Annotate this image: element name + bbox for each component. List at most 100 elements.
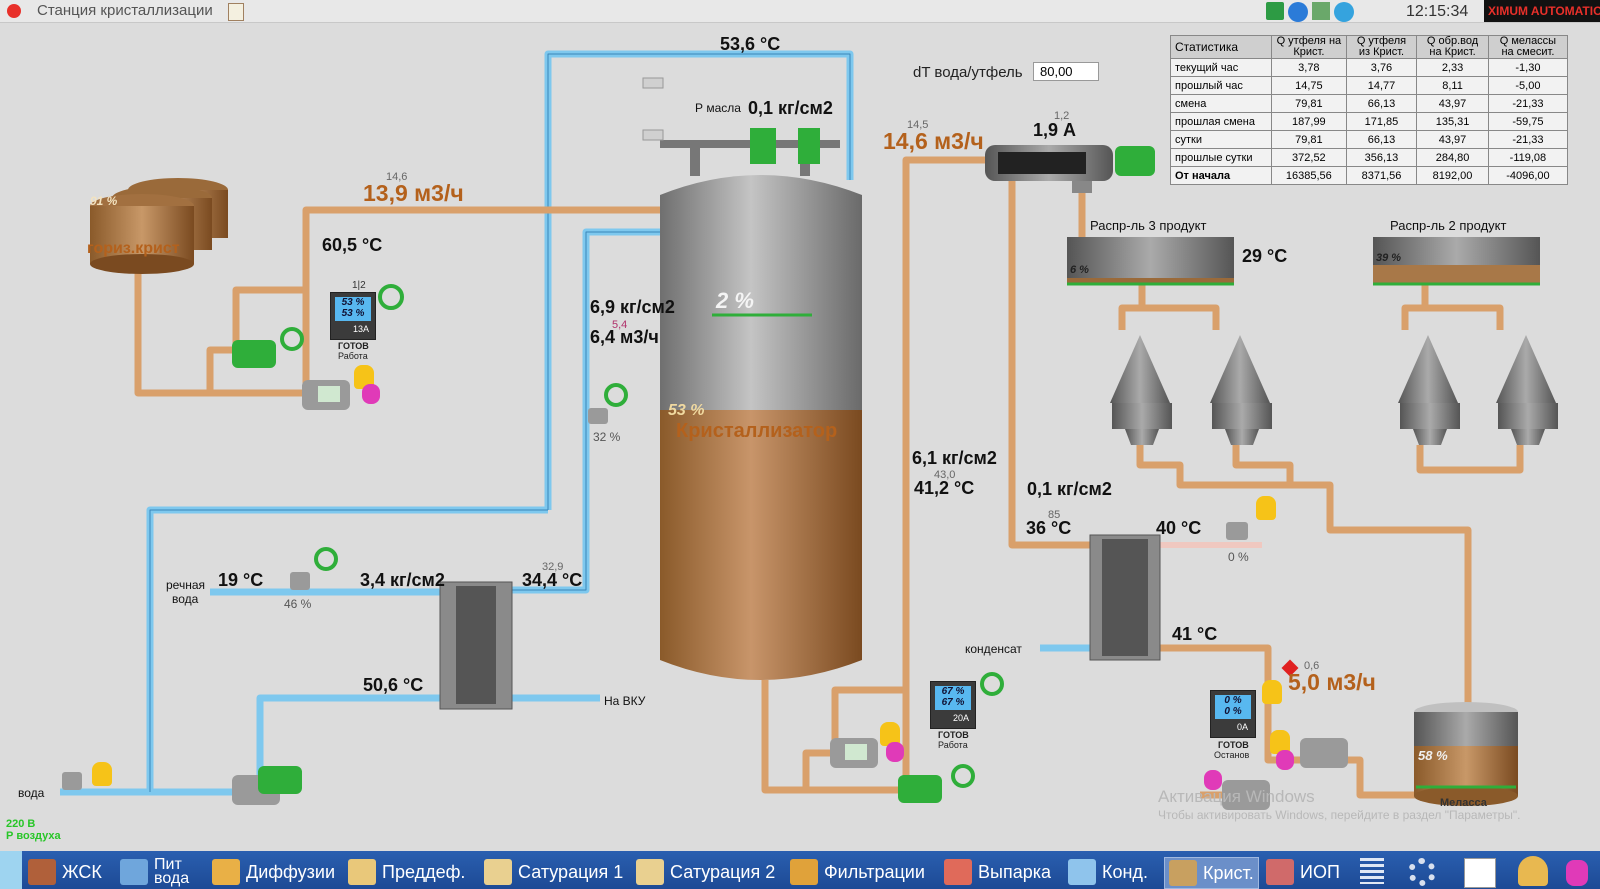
taskbar-item-filtration[interactable]: Фильтрации — [790, 857, 925, 887]
taskbar-item-condensation[interactable]: Конд. — [1068, 857, 1148, 887]
taskbar-item-diffusion[interactable]: Диффузии — [212, 857, 335, 887]
trend-chart-icon[interactable] — [1464, 858, 1496, 888]
close-window-icon[interactable] — [7, 4, 21, 18]
taskbar-label: Крист. — [1203, 862, 1254, 883]
taskbar-item-saturation-2[interactable]: Сатурация 2 — [636, 857, 775, 887]
top-water-temp: 53,6 °C — [720, 34, 781, 54]
molasses-tank — [1414, 702, 1518, 806]
molasses-level: 58 % — [1418, 748, 1448, 763]
manual-hand-icon[interactable] — [362, 384, 380, 404]
table-cell: прошлая смена — [1170, 112, 1272, 131]
molasses-flow: 5,0 м3/ч — [1288, 669, 1376, 695]
distributor-2-name: Распр-ль 2 продукт — [1390, 218, 1507, 233]
table-cell: От начала — [1170, 166, 1272, 185]
table-cell: 284,80 — [1416, 148, 1489, 167]
taskbar-item-zhsk[interactable]: ЖСК — [28, 857, 102, 887]
telegram-tray-icon[interactable] — [1334, 2, 1354, 22]
product-pipe-right-up — [902, 156, 990, 790]
table-cell: -4096,00 — [1487, 166, 1569, 185]
taskbar-item-evaporation[interactable]: Выпарка — [944, 857, 1051, 887]
brand-logo: XIMUM AUTOMATION — [1484, 0, 1600, 22]
table-cell: сутки — [1170, 130, 1272, 149]
horizontal-crystallizer-tanks — [90, 178, 228, 274]
condensate-label: конденсат — [965, 642, 1022, 656]
table-header: Q обр.вод на Крист. — [1416, 35, 1489, 59]
refresh-icon[interactable] — [980, 672, 1004, 696]
hand-tool-icon[interactable] — [1566, 860, 1588, 886]
motor-panel-1[interactable]: 53 %53 % 13А — [330, 292, 376, 340]
hx2-temp-left: 36 °C — [1026, 518, 1072, 538]
taskbar-item-crystallization[interactable]: Крист. — [1164, 857, 1259, 889]
flow-left-setpoint: 14,6 — [386, 171, 408, 183]
panel-state: ГОТОВ — [338, 341, 369, 351]
taskbar-item-predefecation[interactable]: Преддеф. — [348, 857, 465, 887]
taskbar-label: ЖСК — [62, 861, 102, 882]
refresh-icon[interactable] — [604, 383, 628, 407]
taskbar-label: Пит вода — [154, 856, 190, 887]
motor-panel-2[interactable]: 67 %67 % 20А — [930, 681, 976, 729]
manual-hand-icon[interactable] — [354, 365, 374, 389]
manual-hand-icon[interactable] — [1276, 750, 1294, 770]
molasses-name: Меласса — [1440, 797, 1487, 809]
manual-hand-icon[interactable] — [880, 722, 900, 746]
motor-panel-3[interactable]: 0 %0 % 0А — [1210, 690, 1256, 738]
app-tray-icon[interactable] — [1266, 2, 1284, 20]
refresh-icon[interactable] — [378, 284, 404, 310]
valve-mid-opening: 32 % — [593, 430, 621, 444]
table-header-row: Статистика Q утфеля на Крист. Q утфеля и… — [1170, 35, 1569, 59]
molasses-flow-setpoint: 0,6 — [1304, 660, 1320, 672]
manual-hand-icon[interactable] — [1270, 730, 1290, 754]
network-tray-icon[interactable] — [1312, 2, 1330, 20]
taskbar-item-iop[interactable]: ИОП — [1266, 857, 1340, 887]
to-vku-label: На ВКУ — [604, 694, 646, 708]
manual-hand-icon[interactable] — [1256, 496, 1276, 520]
table-header: Статистика — [1170, 35, 1272, 59]
manual-hand-icon[interactable] — [92, 762, 112, 786]
refresh-icon[interactable] — [314, 547, 338, 571]
panel-current: 0А — [1237, 722, 1249, 732]
manual-hand-icon[interactable] — [1204, 770, 1222, 790]
valve-icon[interactable] — [1226, 522, 1248, 540]
table-cell: смена — [1170, 94, 1272, 113]
valve-icon[interactable] — [290, 572, 310, 590]
document-icon[interactable] — [228, 3, 244, 21]
table-cell: -21,33 — [1487, 94, 1569, 113]
table-header: Q мелассы на смесит. — [1487, 35, 1569, 59]
crystallizer-top-level: 2 % — [716, 288, 754, 313]
manual-hand-icon[interactable] — [1262, 680, 1282, 704]
saturation-icon — [484, 859, 512, 885]
engineer-icon[interactable] — [1518, 856, 1548, 886]
hx2-temp-bottom: 41 °C — [1172, 624, 1218, 644]
dt-input[interactable]: 80,00 — [1033, 62, 1099, 81]
heat-exchanger-2 — [1089, 534, 1161, 661]
tray-icons[interactable] — [1266, 2, 1366, 22]
crystallizer-level: 53 % — [668, 402, 705, 419]
valve-icon[interactable] — [62, 772, 82, 790]
settings-gear-icon[interactable] — [1408, 858, 1436, 886]
water-pipe-mid — [510, 228, 660, 594]
windows-watermark-title: Активация Windows — [1158, 787, 1315, 806]
taskbar-label: Диффузии — [246, 861, 336, 882]
refresh-icon[interactable] — [951, 764, 975, 788]
table-cell: -21,33 — [1487, 130, 1569, 149]
crystallization-icon — [1169, 860, 1197, 886]
chat-tray-icon[interactable] — [1288, 2, 1308, 22]
table-cell: 372,52 — [1271, 148, 1347, 167]
valve-icon[interactable] — [588, 408, 608, 424]
table-cell: 3,78 — [1271, 58, 1347, 77]
evaporation-icon — [944, 859, 972, 885]
table-cell: 16385,56 — [1271, 166, 1347, 185]
filtration-icon — [790, 859, 818, 885]
flow-right: 14,6 м3/ч — [883, 128, 984, 154]
refresh-icon[interactable] — [280, 327, 304, 351]
table-cell: 8192,00 — [1416, 166, 1489, 185]
manual-hand-icon[interactable] — [886, 742, 904, 762]
table-cell: 3,76 — [1345, 58, 1418, 77]
river-water-label-2: вода — [172, 592, 199, 606]
water-icon — [120, 859, 148, 885]
taskbar-item-saturation-1[interactable]: Сатурация 1 — [484, 857, 623, 887]
taskbar-item-feed-water[interactable]: Пит вода — [120, 857, 196, 887]
menu-icon[interactable] — [1360, 858, 1384, 884]
